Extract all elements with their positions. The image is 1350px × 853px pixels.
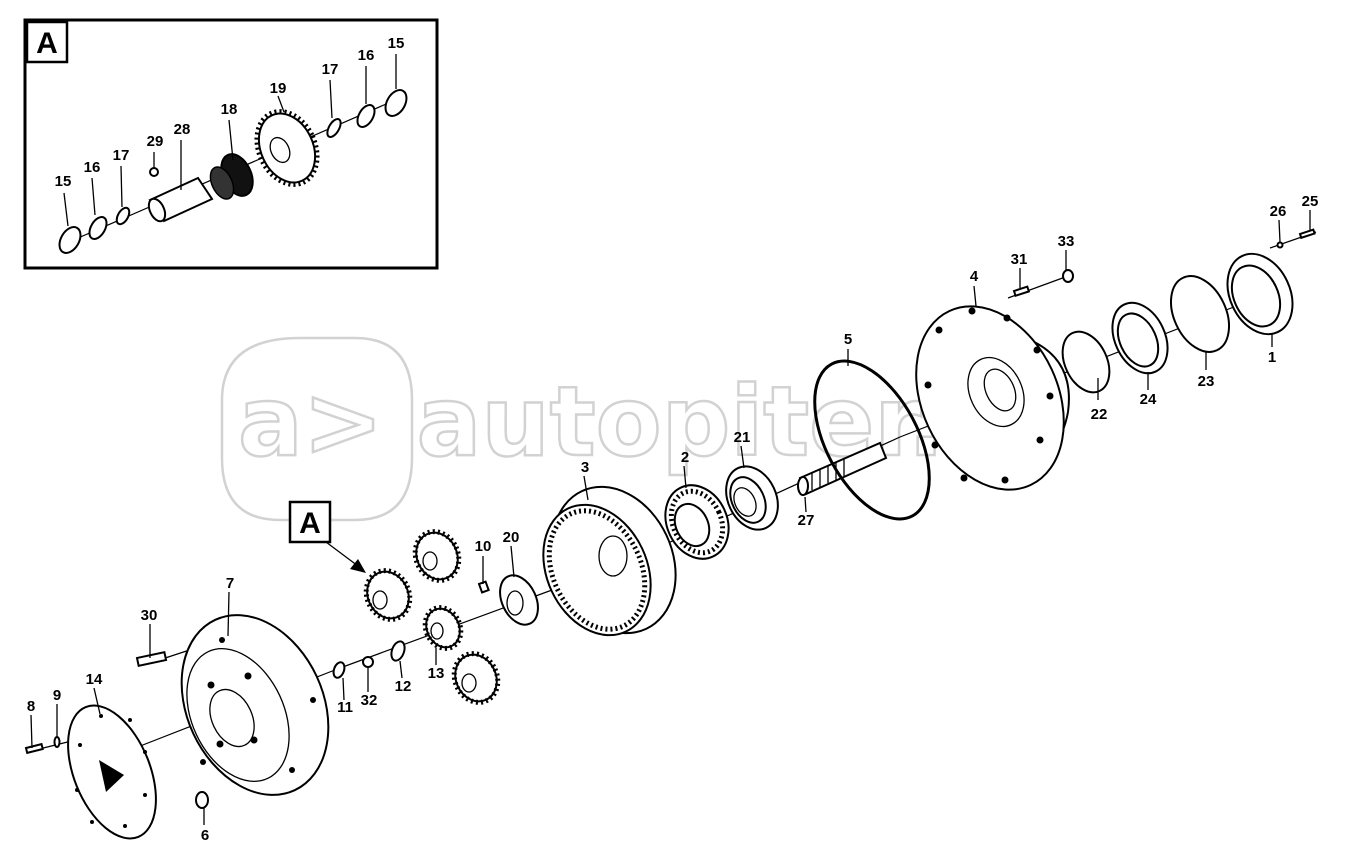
bearing-21 (725, 465, 779, 531)
label-3: 3 (581, 459, 589, 476)
nut-6 (195, 791, 209, 809)
label-4: 4 (970, 268, 979, 285)
label-11: 11 (337, 699, 353, 716)
carrier-housing-7-holes (200, 637, 316, 773)
o-ring-5 (813, 359, 931, 521)
inset-label-28: 28 (174, 121, 191, 138)
gasket-23 (1169, 275, 1231, 353)
washer-9 (53, 736, 61, 748)
inset-ring-15b (384, 89, 408, 117)
cover-plate-holes (75, 714, 147, 828)
bolt-31 (1012, 285, 1031, 298)
label-12: 12 (395, 678, 412, 695)
inset-title-box (25, 20, 69, 64)
inset-pin-28-end (147, 197, 167, 223)
label-26: 26 (1270, 203, 1287, 220)
shaft-27 (797, 441, 888, 496)
label-6: 6 (201, 827, 209, 844)
label-24: 24 (1140, 391, 1157, 408)
inset-label-18: 18 (221, 101, 238, 118)
ring-gear-3 (542, 485, 677, 637)
label-22: 22 (1091, 406, 1108, 423)
label-10: 10 (475, 538, 492, 555)
label-27: 27 (798, 512, 815, 529)
label-21: 21 (734, 429, 751, 446)
plug-26 (1276, 241, 1284, 249)
nut-33 (1062, 269, 1074, 283)
inset-label-16a: 16 (84, 159, 101, 176)
screw-10 (477, 580, 490, 594)
sun-gear-13 (422, 605, 464, 651)
inset-title: A (36, 27, 58, 60)
spindle-housing-4 (915, 305, 1070, 491)
label-14: 14 (86, 671, 103, 688)
hub-20 (499, 574, 539, 626)
label-32: 32 (361, 692, 378, 709)
inset-label-15a: 15 (55, 173, 72, 190)
inset-bearing-18-face (209, 166, 235, 200)
inset-gear-19-bore (269, 136, 291, 164)
label-33: 33 (1058, 233, 1075, 250)
watermark-text: a> autopiter.ru (238, 366, 1060, 478)
screw-25 (1298, 228, 1316, 240)
inset-ring-15a (58, 226, 82, 254)
label-1: 1 (1268, 349, 1276, 366)
bearing-2 (664, 484, 730, 560)
label-8: 8 (27, 698, 35, 715)
bolt-8 (24, 742, 44, 755)
ring-12 (390, 640, 406, 662)
seal-22 (1061, 330, 1111, 394)
inset-ball-29 (149, 167, 159, 177)
seal-24 (1111, 301, 1169, 375)
inset-label-15b: 15 (388, 35, 405, 52)
inset-label-17a: 17 (113, 147, 130, 164)
label-2: 2 (681, 449, 689, 466)
leader-lines (30, 210, 1311, 825)
callout-a-arrowhead (350, 559, 366, 573)
callout-a-letter: A (299, 507, 321, 540)
inset-detail-a: A 15 16 17 29 28 (23, 18, 439, 270)
label-5: 5 (844, 331, 852, 348)
callout-a: A (288, 500, 366, 573)
label-31: 31 (1011, 251, 1028, 268)
carrier-housing-7-inner (186, 647, 290, 783)
hub-cap-1 (1226, 252, 1294, 336)
callout-a-box (288, 500, 332, 544)
label-20: 20 (503, 529, 520, 546)
carrier-housing-7-hub (209, 688, 255, 748)
inset-label-17b: 17 (322, 61, 339, 78)
ball-32 (362, 656, 374, 668)
watermark: a> autopiter.ru (220, 336, 1061, 522)
main-assembly: 1 2 3 4 5 6 7 8 9 10 11 12 13 14 20 21 2… (24, 193, 1319, 844)
planet-gear-upper-left (363, 568, 413, 622)
planet-gear-bottom (451, 651, 501, 705)
inset-ring-16a (88, 216, 108, 240)
label-13: 13 (428, 665, 445, 682)
inset-label-16b: 16 (358, 47, 375, 64)
label-9: 9 (53, 687, 61, 704)
label-23: 23 (1198, 373, 1215, 390)
logo-triangle (99, 760, 124, 792)
inset-label-29: 29 (147, 133, 164, 150)
inset-gear-19-teeth (254, 109, 320, 187)
inset-label-19: 19 (270, 80, 287, 97)
washer-11 (332, 661, 346, 679)
label-30: 30 (141, 607, 158, 624)
label-25: 25 (1302, 193, 1319, 210)
carrier-housing-7 (180, 614, 330, 796)
planet-gear-top (412, 529, 462, 583)
inset-ring-17a (115, 206, 131, 226)
stud-30 (135, 650, 168, 668)
inset-frame (23, 18, 439, 270)
inset-leaders (63, 54, 397, 227)
inset-ring-16b (356, 104, 376, 128)
inset-ring-17b (326, 117, 342, 139)
label-7: 7 (226, 575, 234, 592)
